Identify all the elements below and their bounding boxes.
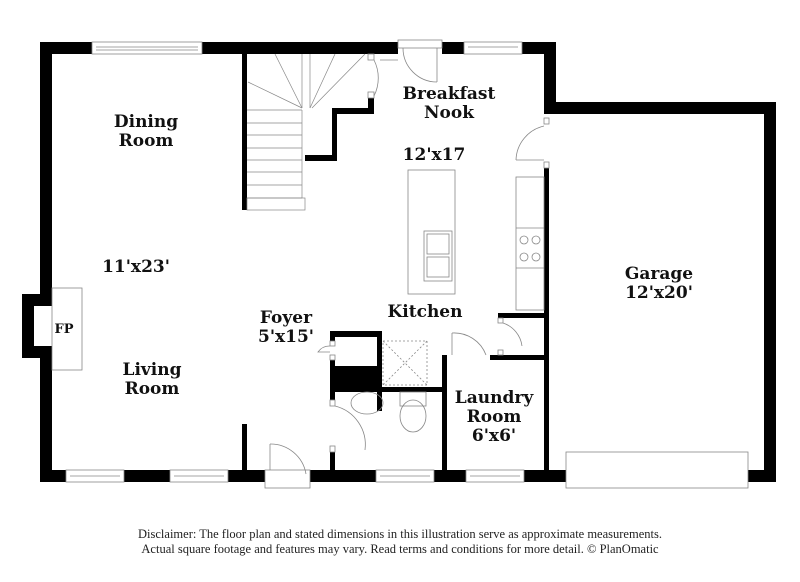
dining-room-label: Dining Room [114,113,178,151]
living-dimensions-label: 11'x23' [102,257,170,277]
breakfast-nook-name-2: Nook [424,103,474,123]
living-room-label: Living Room [123,361,182,399]
foyer-dimensions: 5'x15' [257,327,315,347]
laundry-room-name-1: Laundry [454,388,534,408]
breakfast-nook-dimensions: 12'x17 [402,145,466,165]
garage-label: Garage 12'x20' [625,265,693,303]
toilet [399,399,427,433]
exterior-walls [22,42,776,482]
foyer-label: Foyer 5'x15' [258,309,314,347]
interior-walls [242,54,549,470]
garage-name: Garage [624,264,694,284]
disclaimer-line-1: Disclaimer: The floor plan and stated di… [138,527,662,541]
bath-sink [350,391,384,415]
fireplace-hearth [51,287,83,371]
doors [264,39,550,489]
breakfast-nook-label: Breakfast Nook [403,85,496,123]
staircase [246,53,366,211]
kitchen-island [407,169,456,295]
stove-burner [519,235,529,245]
foyer-name: Foyer [259,308,313,328]
dining-room-name-1: Dining [113,112,179,132]
living-room-name-2: Room [124,379,180,399]
kitchen-label: Kitchen [387,302,463,322]
dining-room-name-2: Room [118,131,174,151]
windows [65,41,749,489]
disclaimer-line-2: Actual square footage and features may v… [141,542,659,556]
laundry-room-name-2: Room [466,407,522,427]
living-room-name-1: Living [122,360,182,380]
fireplace-label: FP [54,322,74,337]
kitchen-fixtures [51,169,545,433]
disclaimer: Disclaimer: The floor plan and stated di… [0,527,800,557]
breakfast-nook-name-1: Breakfast [402,84,496,104]
laundry-room-dimensions: 6'x6' [471,426,517,446]
garage-dimensions: 12'x20' [625,283,693,303]
laundry-room-label: Laundry Room 6'x6' [455,389,533,446]
kitchen-counter [515,176,545,311]
